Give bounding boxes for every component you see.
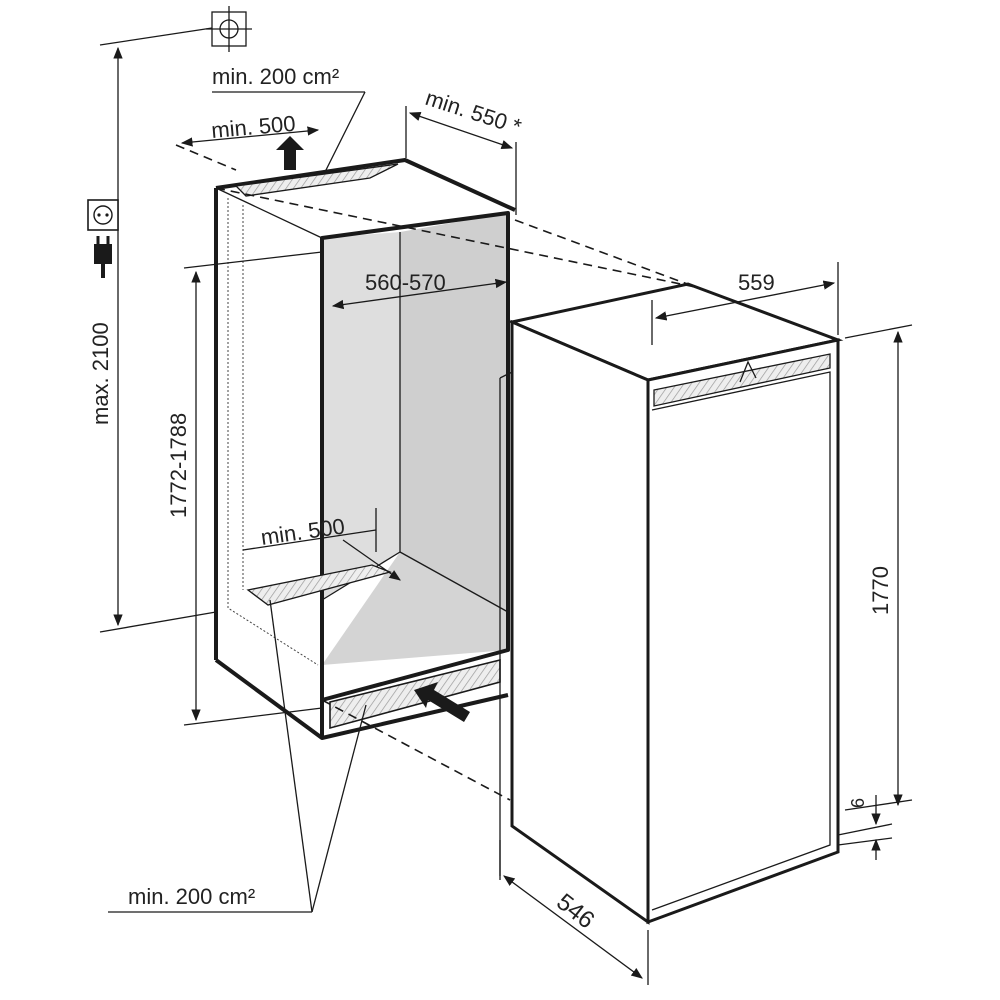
niche-depth-note: * bbox=[509, 113, 525, 140]
power-socket-icon bbox=[87, 199, 119, 231]
appliance-height-label: 1770 bbox=[868, 566, 893, 615]
dim-appliance-width: 559 bbox=[651, 262, 839, 345]
dim-niche-height: 1772-1788 bbox=[166, 251, 323, 726]
niche-floor bbox=[322, 552, 508, 665]
niche-width-label: 560-570 bbox=[365, 270, 446, 295]
niche-depth-label: min. 550 bbox=[422, 85, 510, 135]
dim-max-socket-height: max. 2100 bbox=[87, 27, 217, 633]
refrigerator-appliance bbox=[499, 282, 844, 925]
dim-niche-width: 560-570 bbox=[331, 270, 508, 310]
power-plug-icon bbox=[94, 236, 112, 278]
max-socket-height-label: max. 2100 bbox=[88, 322, 113, 425]
niche-cabinet bbox=[214, 158, 516, 740]
vent-bottom-area-label: min. 200 cm² bbox=[128, 884, 255, 909]
plinth-gap-label: 6 bbox=[848, 798, 868, 808]
appliance-width-label: 559 bbox=[738, 270, 775, 295]
airflow-in-arrow bbox=[414, 682, 470, 722]
dim-niche-depth: min. 550 * bbox=[405, 85, 525, 215]
vent-top-depth-label: min. 500 bbox=[210, 111, 296, 143]
svg-text:min. 550 *: min. 550 * bbox=[422, 85, 524, 140]
dim-appliance-height: 1770 bbox=[844, 324, 913, 811]
appliance-depth-label: 546 bbox=[551, 888, 599, 934]
compass-rose-icon bbox=[206, 6, 252, 52]
top-vent-grille bbox=[234, 163, 399, 197]
niche-back-wall bbox=[400, 213, 508, 612]
projection-lines bbox=[175, 144, 701, 801]
appliance-top-vent bbox=[653, 353, 831, 407]
niche-height-label: 1772-1788 bbox=[166, 413, 191, 518]
niche-side-wall bbox=[322, 232, 400, 600]
vent-top-area-label: min. 200 cm² bbox=[212, 64, 339, 89]
dim-vent-top-area: min. 200 cm² bbox=[212, 64, 366, 173]
airflow-up-arrow bbox=[276, 136, 304, 170]
dim-vent-bottom-area: min. 200 cm² bbox=[108, 599, 367, 913]
dim-vent-top-depth: min. 500 bbox=[180, 111, 320, 147]
dim-plinth-gap: 6 bbox=[837, 795, 893, 860]
